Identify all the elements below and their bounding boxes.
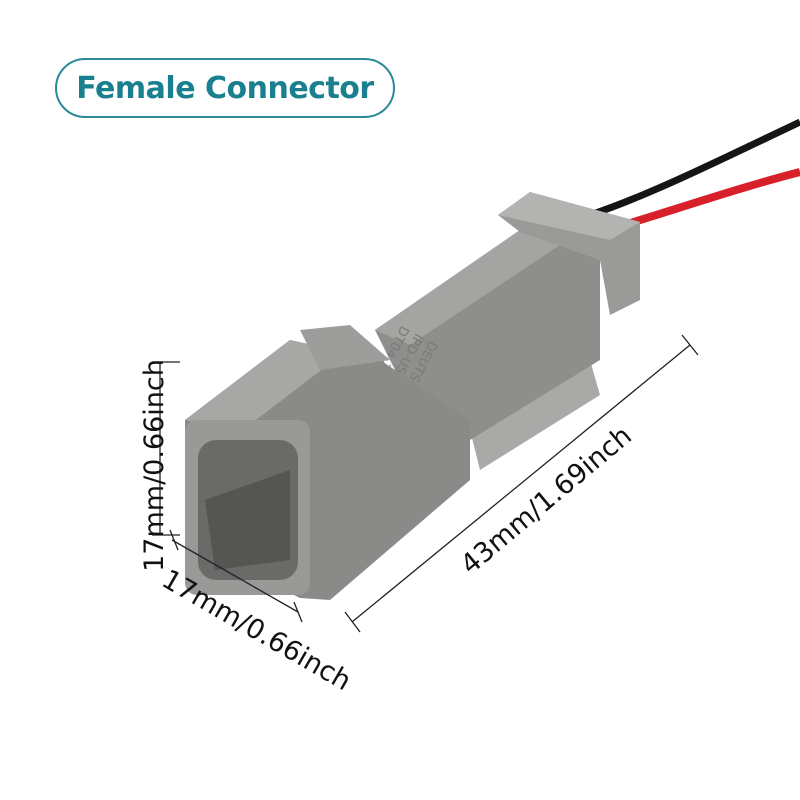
- dimension-lines: [152, 334, 699, 633]
- title-badge: Female Connector: [55, 58, 395, 118]
- latch-plate: [470, 360, 600, 470]
- title-text: Female Connector: [76, 70, 374, 106]
- height-dimension-label: 17mm/0.66inch: [138, 359, 170, 572]
- rear-body: [375, 230, 600, 440]
- black-wire: [588, 118, 800, 219]
